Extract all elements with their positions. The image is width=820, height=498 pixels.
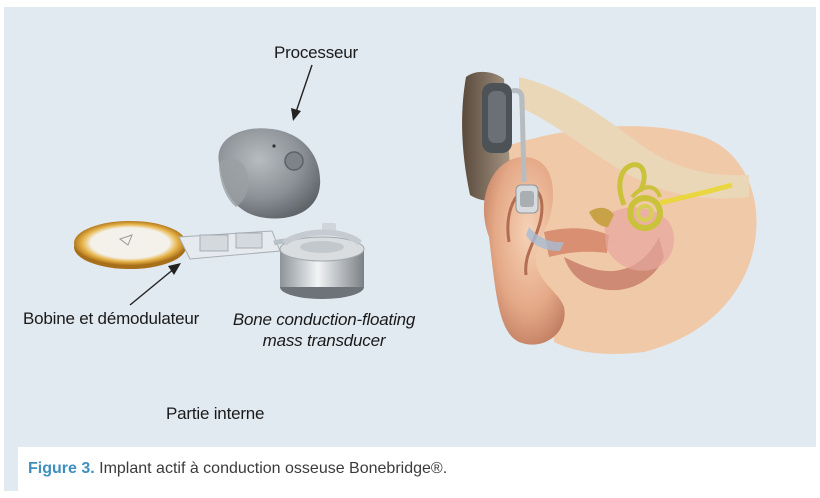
- label-bcfmt-line1: Bone conduction-floating: [232, 309, 416, 330]
- arrow-processeur: [291, 65, 312, 121]
- figure-panel: Processeur Bobine et démodulateur Bone c…: [4, 7, 816, 491]
- processor-device: [218, 128, 320, 218]
- label-bcfmt: Bone conduction-floating mass transducer: [232, 309, 416, 351]
- figure-caption: Figure 3. Implant actif à conduction oss…: [28, 460, 447, 478]
- bcfmt-transducer: [280, 233, 364, 300]
- coil-disc: [74, 221, 186, 269]
- label-processeur: Processeur: [274, 43, 358, 63]
- label-partie-interne: Partie interne: [166, 404, 264, 424]
- label-bcfmt-line2: mass transducer: [232, 330, 416, 351]
- figure-number: Figure 3.: [28, 460, 95, 477]
- arrow-bobine: [130, 263, 181, 305]
- label-bobine-demodulateur: Bobine et démodulateur: [23, 309, 199, 329]
- caption-text: Implant actif à conduction osseuse Boneb…: [95, 460, 447, 477]
- illustration-canvas: [4, 7, 816, 491]
- ear-anatomy-illustration: [462, 72, 756, 354]
- caption-box: Figure 3. Implant actif à conduction oss…: [18, 447, 816, 491]
